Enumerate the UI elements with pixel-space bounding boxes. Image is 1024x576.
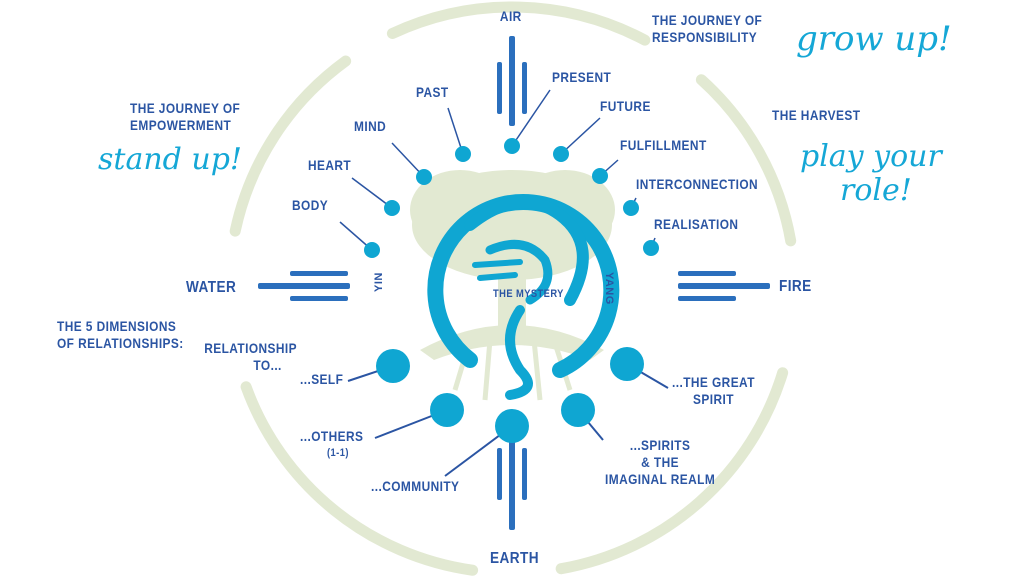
node-dot [592, 168, 608, 184]
element-fire-label: FIRE [779, 278, 812, 295]
node-label-interconnection: INTERCONNECTION [636, 176, 759, 192]
node-dot [384, 200, 400, 216]
node-dot [416, 169, 432, 185]
element-bar [497, 62, 502, 114]
relationship-to-intro: RELATIONSHIP TO... [204, 340, 297, 374]
relationships-heading: THE 5 DIMENSIONS OF RELATIONSHIPS: [57, 318, 184, 352]
ring-arc [695, 74, 797, 247]
label-line: & THE [641, 454, 680, 470]
title-line: THE JOURNEY OF [130, 100, 241, 116]
title-line: THE JOURNEY OF [652, 12, 763, 28]
node-label-body: BODY [292, 197, 329, 213]
connector-line [447, 107, 464, 155]
element-earth-label: EARTH [490, 550, 539, 567]
element-bar [290, 296, 348, 301]
element-air-label: AIR [499, 8, 522, 24]
relation-spirits-label: ...SPIRITS & THE IMAGINAL REALM [605, 437, 715, 488]
relationship-dot [495, 409, 529, 443]
label-line: ...SPIRITS [629, 437, 691, 453]
label-line: IMAGINAL REALM [605, 471, 716, 487]
element-bar [497, 448, 502, 500]
node-dot [553, 146, 569, 162]
intro-line: TO... [253, 357, 282, 373]
title-line: EMPOWERMENT [130, 117, 232, 133]
relationship-dot [561, 393, 595, 427]
motto-line: role! [840, 173, 912, 208]
journey-responsibility-title: THE JOURNEY OF RESPONSIBILITY [652, 12, 762, 46]
node-dot [455, 146, 471, 162]
stand-up-motto: stand up! [98, 142, 242, 177]
yin-label: YIN [373, 272, 385, 292]
label-line: SPIRIT [692, 391, 734, 407]
element-bar [678, 296, 736, 301]
yang-label: YANG [603, 272, 615, 305]
node-label-future: FUTURE [600, 98, 651, 114]
element-bar [509, 440, 515, 530]
node-dot [504, 138, 520, 154]
heading-line: THE 5 DIMENSIONS [57, 318, 177, 334]
phoenix-spiral-icon [427, 194, 620, 400]
node-label-past: PAST [416, 84, 449, 100]
element-bar [678, 283, 770, 289]
relation-great-spirit-label: ...THE GREAT SPIRIT [672, 374, 755, 408]
relationship-dot [376, 349, 410, 383]
connector-line [351, 177, 393, 209]
ring-arc [386, 1, 651, 46]
connector-line [511, 89, 551, 147]
element-bar [678, 271, 736, 276]
node-label-realisation: REALISATION [654, 216, 739, 232]
node-dot [643, 240, 659, 256]
ring-arc [229, 55, 352, 237]
element-water-label: WATER [186, 279, 237, 296]
element-bars [258, 36, 770, 530]
element-bar [522, 448, 527, 500]
node-label-mind: MIND [354, 118, 387, 134]
relation-others-sub: (1-1) [327, 447, 349, 459]
relation-community-label: ...COMMUNITY [371, 478, 460, 494]
label-line: ...THE GREAT [672, 374, 755, 390]
play-your-role-motto: play your role! [800, 140, 942, 208]
node-dot [364, 242, 380, 258]
node-label-heart: HEART [308, 157, 352, 173]
element-bar [290, 271, 348, 276]
relationship-dot [610, 347, 644, 381]
ring-arc [555, 367, 789, 575]
intro-line: RELATIONSHIP [204, 340, 298, 356]
node-dot [623, 200, 639, 216]
connector-line [560, 117, 601, 155]
element-bar [522, 62, 527, 114]
outer-ring-arcs [229, 1, 797, 576]
node-dots [339, 89, 669, 477]
node-label-present: PRESENT [552, 69, 612, 85]
harvest-title: THE HARVEST [772, 107, 861, 123]
relation-self-label: ...SELF [300, 371, 344, 387]
element-bar [258, 283, 350, 289]
ring-arc [240, 381, 479, 576]
motto-line: play your [800, 139, 942, 174]
journey-empowerment-title: THE JOURNEY OF EMPOWERMENT [130, 100, 240, 134]
center-mystery-label: THE MYSTERY [493, 288, 564, 300]
node-label-fulfillment: FULFILLMENT [620, 137, 707, 153]
grow-up-motto: grow up! [796, 19, 952, 59]
heading-line: OF RELATIONSHIPS: [57, 335, 184, 351]
element-bar [509, 36, 515, 126]
relation-others-label: ...OTHERS [300, 428, 364, 444]
relationship-dot [430, 393, 464, 427]
title-line: RESPONSIBILITY [652, 29, 758, 45]
